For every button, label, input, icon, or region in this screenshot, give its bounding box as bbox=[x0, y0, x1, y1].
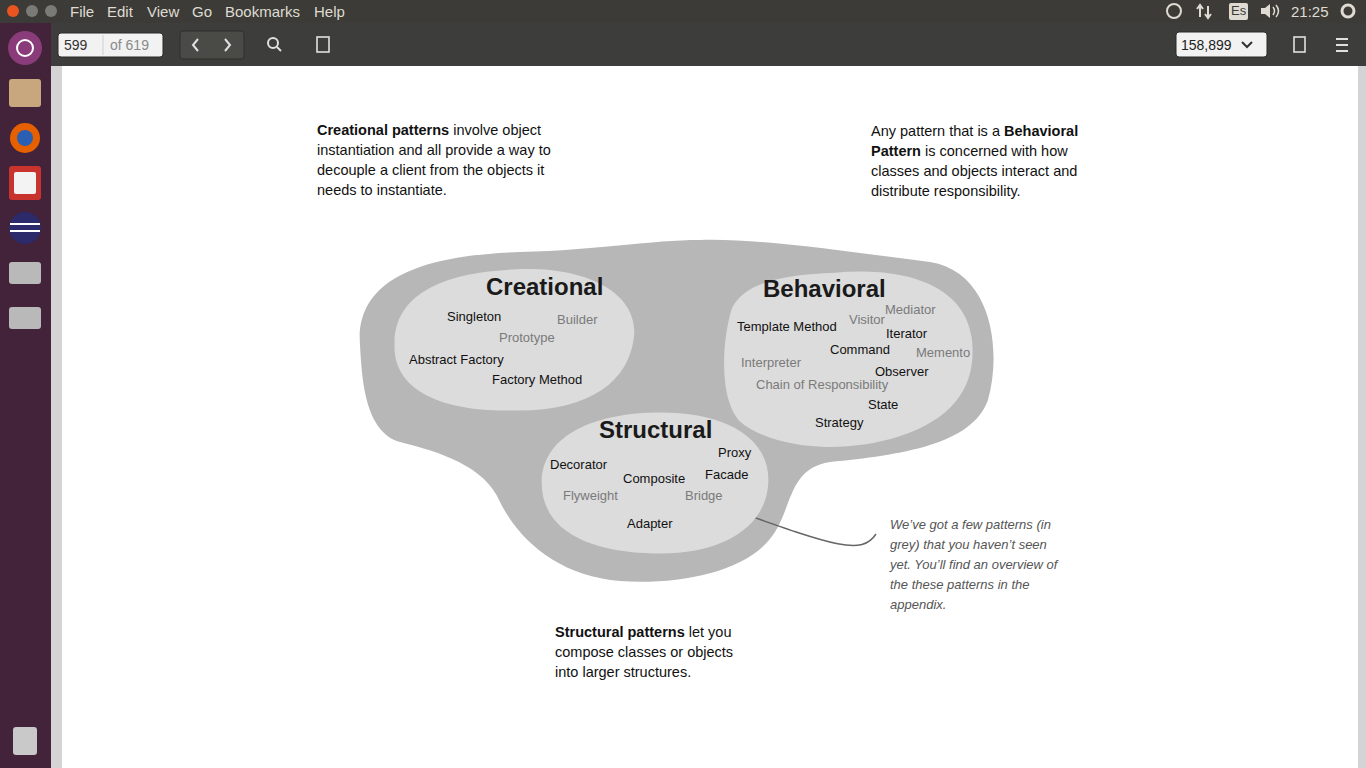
search-icon bbox=[277, 47, 281, 51]
launcher-icon bbox=[9, 212, 41, 244]
launcher-icon bbox=[9, 79, 41, 107]
launcher-icon bbox=[8, 31, 42, 65]
pattern-name-grey: Prototype bbox=[499, 331, 555, 346]
bold-term: Structural patterns bbox=[555, 624, 685, 640]
group-blob-shape bbox=[394, 269, 634, 411]
bold-term: Creational patterns bbox=[317, 122, 449, 138]
zoom-chevron bbox=[1242, 42, 1252, 47]
pattern-name: Singleton bbox=[447, 310, 501, 325]
pattern-name: Facade bbox=[705, 468, 748, 483]
pattern-name: Composite bbox=[623, 472, 685, 487]
pattern-name: Strategy bbox=[815, 416, 863, 431]
annotations-icon bbox=[317, 37, 329, 52]
pattern-name: Template Method bbox=[737, 320, 837, 335]
page-number: 599 bbox=[64, 37, 87, 53]
group-blob-shape bbox=[542, 412, 769, 553]
next-arrow bbox=[225, 39, 230, 51]
pattern-name-grey: Chain of Responsibility bbox=[756, 378, 888, 393]
leader-line bbox=[736, 511, 876, 545]
launcher-icon bbox=[9, 262, 41, 284]
group-title: Behavioral bbox=[763, 275, 886, 303]
menu-item: Go bbox=[192, 3, 212, 20]
pattern-name-grey: Interpreter bbox=[741, 356, 801, 371]
pattern-name: Adapter bbox=[627, 517, 673, 532]
pattern-group: StructuralProxyDecoratorComposite FacadeF… bbox=[537, 408, 773, 558]
maximize-button bbox=[45, 5, 57, 17]
description-note: Structural patternslet you compose class… bbox=[555, 622, 760, 682]
volume-waves bbox=[1273, 5, 1279, 17]
page-number-box bbox=[58, 33, 163, 57]
pattern-name-grey: Memento bbox=[916, 346, 970, 361]
settings-icon bbox=[1342, 5, 1354, 17]
pattern-name-grey: Builder bbox=[557, 313, 597, 328]
toolbar bbox=[51, 23, 1366, 66]
tray-icon bbox=[1167, 4, 1181, 18]
launcher-icon bbox=[17, 130, 33, 146]
launcher-icon bbox=[9, 166, 41, 200]
zoom-level: 158,899 bbox=[1181, 37, 1232, 53]
zoom-box bbox=[1176, 32, 1267, 57]
menu-icon bbox=[1336, 39, 1348, 51]
description-note: Any pattern that is aBehavioral Patterni… bbox=[871, 121, 1111, 201]
pattern-name: Observer bbox=[875, 365, 928, 380]
pattern-name: Factory Method bbox=[492, 373, 582, 388]
pattern-name-grey: Mediator bbox=[885, 303, 936, 318]
keyboard-layout: Es bbox=[1231, 4, 1246, 19]
group-title: Creational bbox=[486, 273, 603, 301]
launcher-icon bbox=[10, 224, 40, 231]
handwritten-callout: We’ve got a few patterns (in grey) that … bbox=[890, 515, 1068, 615]
pattern-group: BehavioralTemplate Method VisitorMediator… bbox=[719, 267, 977, 455]
search-icon bbox=[268, 38, 278, 48]
pattern-name-grey: Flyweight bbox=[563, 489, 618, 504]
page-count: of 619 bbox=[110, 37, 149, 53]
document-icon bbox=[1294, 37, 1305, 52]
trash-icon bbox=[13, 727, 37, 755]
pattern-name: Decorator bbox=[550, 458, 607, 473]
launcher-icon bbox=[10, 123, 40, 153]
menu-item: Help bbox=[314, 3, 345, 20]
pattern-name: Command bbox=[830, 343, 890, 358]
box-divider bbox=[103, 35, 104, 55]
top-panel bbox=[0, 0, 1366, 23]
menu-item: File bbox=[70, 3, 94, 20]
previous-arrow bbox=[193, 39, 198, 51]
pattern-name-grey: Bridge bbox=[685, 489, 723, 504]
description-note: Creational patternsinvolve object instan… bbox=[317, 120, 557, 200]
menu-item: Edit bbox=[107, 3, 133, 20]
volume-icon bbox=[1261, 4, 1270, 18]
launcher-icon bbox=[9, 307, 41, 329]
menu-item: Bookmarks bbox=[225, 3, 300, 20]
nav-buttons bbox=[180, 31, 244, 59]
group-title: Structural bbox=[599, 416, 712, 444]
minimize-button bbox=[26, 5, 38, 17]
menu-item: View bbox=[147, 3, 179, 20]
keyboard-indicator bbox=[1229, 3, 1248, 20]
pattern-name: Iterator bbox=[886, 327, 927, 342]
document-page bbox=[62, 66, 1358, 768]
page-ground bbox=[51, 66, 1366, 768]
description-text: Any pattern that is a bbox=[871, 123, 1000, 139]
pattern-group: CreationalSingleton BuilderPrototypeAbstr… bbox=[387, 265, 639, 415]
close-button bbox=[7, 5, 19, 17]
launcher bbox=[0, 23, 51, 768]
launcher-icon bbox=[14, 172, 36, 194]
launcher-icon bbox=[17, 40, 33, 56]
pattern-name: State bbox=[868, 398, 898, 413]
clock: 21:25 bbox=[1291, 3, 1329, 20]
tray-icon bbox=[1197, 5, 1211, 18]
pattern-name-grey: Visitor bbox=[849, 313, 885, 328]
group-blob-shape bbox=[724, 272, 973, 447]
pattern-name: Abstract Factory bbox=[409, 353, 504, 368]
pattern-name: Proxy bbox=[718, 446, 751, 461]
